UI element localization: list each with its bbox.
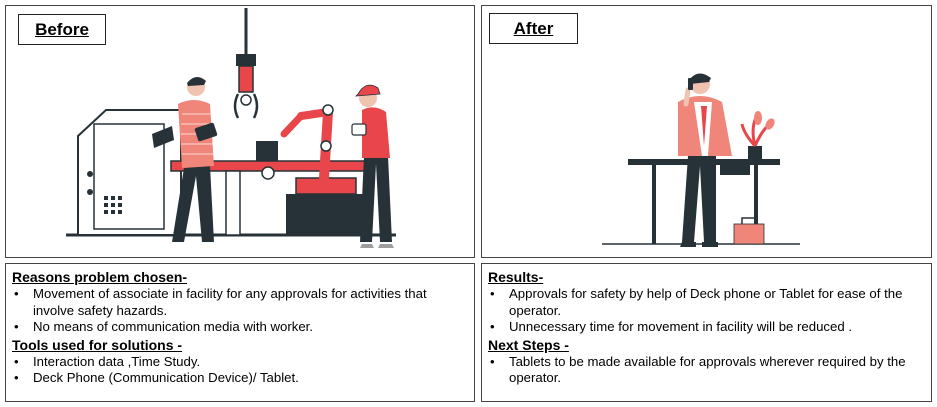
after-panel: After [481, 5, 932, 258]
list-item: Tablets to be made available for approva… [488, 354, 925, 387]
after-label: After [489, 13, 578, 44]
reasons-list: Movement of associate in facility for an… [12, 286, 468, 336]
before-panel: Before [5, 5, 475, 258]
phone-call-illustration [602, 73, 800, 247]
tools-heading: Tools used for solutions - [12, 336, 183, 353]
tools-list: Interaction data ,Time Study. Deck Phone… [12, 354, 468, 387]
list-item: Approvals for safety by help of Deck pho… [488, 286, 925, 319]
next-steps-list: Tablets to be made available for approva… [488, 354, 925, 387]
results-next-panel: Results- Approvals for safety by help of… [481, 263, 932, 402]
factory-illustration [66, 8, 396, 248]
list-item: Movement of associate in facility for an… [12, 286, 468, 319]
list-item: Unnecessary time for movement in facilit… [488, 319, 925, 336]
next-steps-heading: Next Steps - [488, 336, 569, 353]
reasons-heading: Reasons problem chosen- [12, 269, 188, 285]
reasons-tools-panel: Reasons problem chosen- Movement of asso… [5, 263, 475, 402]
list-item: No means of communication media with wor… [12, 319, 468, 336]
results-list: Approvals for safety by help of Deck pho… [488, 286, 925, 336]
list-item: Deck Phone (Communication Device)/ Table… [12, 370, 468, 387]
before-label: Before [18, 14, 106, 45]
list-item: Interaction data ,Time Study. [12, 354, 468, 371]
results-heading: Results- [488, 269, 544, 285]
